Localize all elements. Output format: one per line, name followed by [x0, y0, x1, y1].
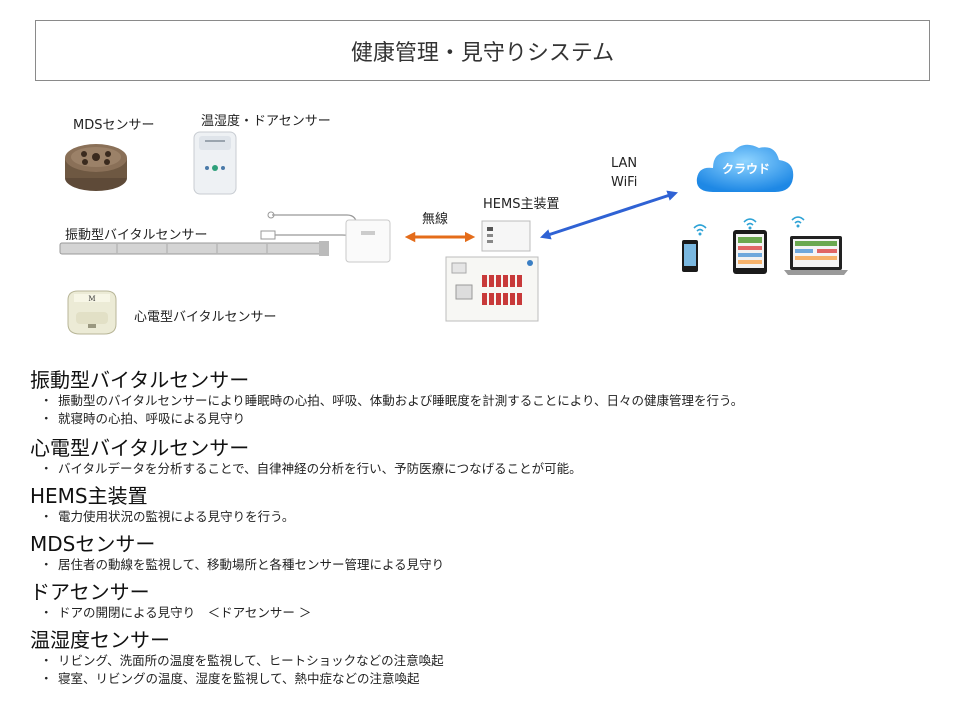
section-heading: ドアセンサー: [30, 580, 150, 604]
section-heading: MDSセンサー: [30, 532, 156, 556]
mds-sensor-image: [65, 144, 127, 191]
section-vibration-sensor: 振動型バイタルセンサー ・振動型のバイタルセンサーにより睡眠時の心拍、呼吸、体動…: [30, 368, 930, 428]
bullet-item: ・寝室、リビングの温度、湿度を監視して、熱中症などの注意喚起: [40, 671, 420, 686]
temp-door-sensor-label: 温湿度・ドアセンサー: [201, 114, 331, 129]
bullet-item: ・振動型のバイタルセンサーにより睡眠時の心拍、呼吸、体動および睡眠度を計測するこ…: [40, 393, 744, 408]
ecg-sensor-image: M: [67, 290, 117, 335]
temp-door-sensor-image: [193, 131, 237, 195]
section-temp-humidity-sensor: 温湿度センサー ・リビング、洗面所の温度を監視して、ヒートショックなどの注意喚起…: [30, 628, 930, 688]
bullet-item: ・バイタルデータを分析することで、自律神経の分析を行い、予防医療につなげることが…: [40, 461, 582, 476]
section-hems: HEMS主装置 ・電力使用状況の監視による見守りを行う。: [30, 484, 930, 526]
wifi-label: WiFi: [611, 175, 638, 190]
section-mds-sensor: MDSセンサー ・居住者の動線を監視して、移動場所と各種センサー管理による見守り: [30, 532, 930, 574]
section-heading: 心電型バイタルセンサー: [30, 436, 250, 460]
bullet-item: ・ドアの開閉による見守り ＜ドアセンサー ＞: [40, 605, 312, 620]
page-title: 健康管理・見守りシステム: [35, 20, 930, 81]
section-heading: 温湿度センサー: [30, 628, 170, 652]
section-heading: HEMS主装置: [30, 484, 148, 508]
lan-label: LAN: [611, 156, 638, 171]
hems-image: [445, 220, 539, 322]
ecg-sensor-label: 心電型バイタルセンサー: [134, 310, 277, 325]
section-door-sensor: ドアセンサー ・ドアの開閉による見守り ＜ドアセンサー ＞: [30, 580, 930, 622]
mds-sensor-label: MDSセンサー: [73, 118, 155, 133]
wireless-label: 無線: [422, 212, 449, 227]
bullet-item: ・居住者の動線を監視して、移動場所と各種センサー管理による見守り: [40, 557, 445, 572]
vibration-sensor-label: 振動型バイタルセンサー: [65, 228, 208, 243]
bullet-item: ・電力使用状況の監視による見守りを行う。: [40, 509, 295, 524]
bullet-item: ・リビング、洗面所の温度を監視して、ヒートショックなどの注意喚起: [40, 653, 444, 668]
bullet-item: ・就寝時の心拍、呼吸による見守り: [40, 411, 246, 426]
vibration-sensor-image: [59, 211, 391, 263]
wireless-arrow: [404, 231, 476, 243]
cloud-label: クラウド: [722, 162, 771, 176]
svg-text:M: M: [88, 295, 95, 303]
section-heading: 振動型バイタルセンサー: [30, 368, 250, 392]
lan-arrow: [540, 190, 678, 240]
cloud-icon: [696, 144, 794, 192]
section-ecg-sensor: 心電型バイタルセンサー ・バイタルデータを分析することで、自律神経の分析を行い、…: [30, 436, 930, 478]
devices-image: [682, 216, 848, 275]
